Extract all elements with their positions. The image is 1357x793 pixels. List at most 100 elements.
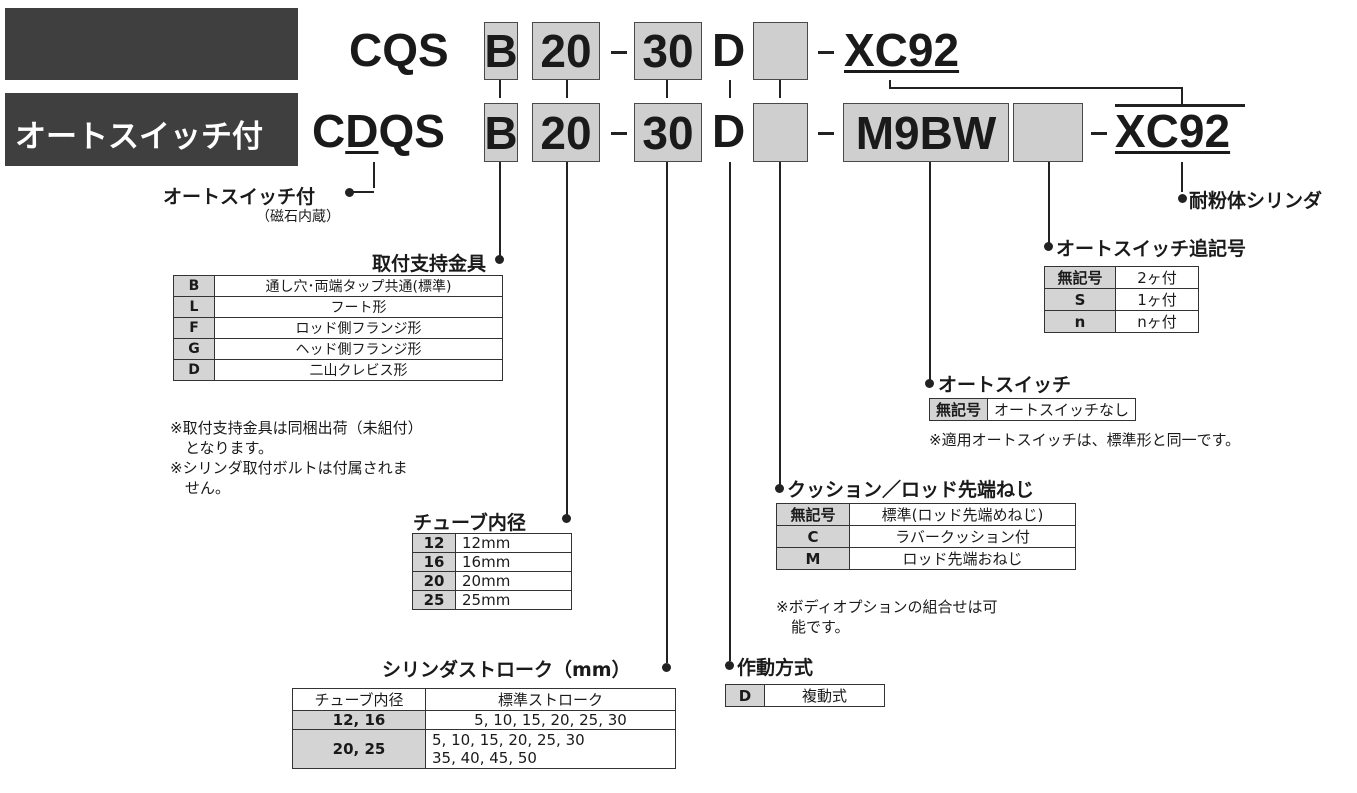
note-line: ※取付支持金具は同梱出荷（未組付） bbox=[170, 419, 423, 437]
row2-prefix-qs: QS bbox=[378, 105, 445, 157]
row2-suffix-overline bbox=[1115, 104, 1245, 107]
note-line: となります。 bbox=[170, 439, 274, 457]
switch-count-desc: 2ヶ付 bbox=[1115, 266, 1199, 289]
stroke-bore: 12, 16 bbox=[292, 710, 426, 730]
row2-prefix: CDQS bbox=[312, 108, 445, 154]
stroke-values-line: 5, 10, 15, 20, 25, 30 bbox=[432, 731, 585, 749]
note-line: 能です。 bbox=[776, 618, 850, 636]
auto-switch-title: オートスイッチ bbox=[938, 374, 1072, 396]
action-title: 作動方式 bbox=[737, 657, 814, 679]
row2-switch-box: M9BW bbox=[843, 103, 1009, 162]
bore-code: 12 bbox=[412, 533, 456, 553]
action-desc: 複動式 bbox=[764, 684, 885, 707]
action-dot bbox=[725, 661, 734, 670]
mounting-notes: ※取付支持金具は同梱出荷（未組付） となります。 ※シリンダ取付ボルトは付属され… bbox=[170, 418, 423, 498]
table-header-row: チューブ内径標準ストローク bbox=[292, 688, 676, 711]
row2-dash-2 bbox=[818, 132, 834, 135]
cushion-code: 無記号 bbox=[776, 503, 850, 526]
row1-dash-2 bbox=[818, 51, 834, 54]
cushion-notes: ※ボディオプションの組合せは可 能です。 bbox=[776, 597, 998, 637]
mounting-desc: ヘッド側フランジ形 bbox=[214, 338, 503, 360]
note-line: ※シリンダ取付ボルトは付属されま bbox=[170, 459, 408, 477]
row1-mount-box: B bbox=[484, 22, 518, 80]
auto-switch-dot bbox=[925, 379, 934, 388]
bore-desc: 25mm bbox=[455, 590, 572, 610]
table-row: 無記号標準(ロッド先端めねじ) bbox=[776, 503, 1076, 526]
table-row: 無記号オートスイッチなし bbox=[928, 398, 1137, 421]
mounting-code: L bbox=[173, 296, 215, 318]
switch-count-code: n bbox=[1044, 310, 1116, 333]
action-code: D bbox=[725, 684, 765, 707]
cushion-code: C bbox=[776, 525, 850, 548]
bore-code: 16 bbox=[412, 552, 456, 572]
row1-option-box bbox=[753, 22, 808, 80]
bore-title: チューブ内径 bbox=[413, 512, 526, 534]
row1-stroke-box: 30 bbox=[634, 22, 702, 80]
note-line: ※ボディオプションの組合せは可 bbox=[776, 598, 998, 616]
row2-suffix: XC92 bbox=[1115, 105, 1231, 157]
cushion-code: M bbox=[776, 547, 850, 570]
header-badge-label: オートスイッチ付 bbox=[15, 119, 263, 155]
row2-dash-3 bbox=[1091, 132, 1107, 135]
header-band-bottom: オートスイッチ付 bbox=[5, 93, 298, 166]
stroke-title: シリンダストローク（mm） bbox=[382, 659, 631, 681]
stroke-values-line: 35, 40, 45, 50 bbox=[432, 749, 537, 767]
row2-mount-box: B bbox=[484, 103, 518, 162]
mounting-code: G bbox=[173, 338, 215, 360]
cushion-desc: ロッド先端おねじ bbox=[849, 547, 1076, 570]
header-band-top bbox=[5, 8, 298, 80]
mounting-code: B bbox=[173, 275, 215, 297]
mounting-desc: 二山クレビス形 bbox=[214, 359, 503, 381]
cushion-dot bbox=[775, 484, 784, 493]
suffix-dot bbox=[1178, 194, 1187, 203]
row1-suffix: XC92 bbox=[844, 24, 960, 76]
mounting-dot bbox=[495, 255, 504, 264]
row2-count-box bbox=[1013, 103, 1083, 162]
row1-bore-box: 20 bbox=[532, 22, 600, 80]
auto-switch-table: 無記号オートスイッチなし bbox=[928, 398, 1137, 421]
row2-dash-1 bbox=[611, 132, 627, 135]
row1-action: D bbox=[712, 24, 746, 76]
bore-dot bbox=[562, 514, 571, 523]
row1-prefix: CQS bbox=[349, 24, 449, 76]
with-switch-title: オートスイッチ付 bbox=[163, 186, 316, 208]
switch-count-desc: nヶ付 bbox=[1115, 310, 1199, 333]
bore-desc: 16mm bbox=[455, 552, 572, 572]
bore-desc: 20mm bbox=[455, 571, 572, 591]
row2-prefix-c: C bbox=[312, 105, 346, 157]
row2-prefix-d: D bbox=[345, 105, 379, 157]
cushion-desc: 標準(ロッド先端めねじ) bbox=[849, 503, 1076, 526]
stroke-bore: 20, 25 bbox=[292, 729, 426, 769]
mounting-code: F bbox=[173, 317, 215, 339]
suffix-label: 耐粉体シリンダ bbox=[1189, 190, 1323, 212]
switch-count-dot bbox=[1044, 242, 1053, 251]
stroke-header-strokes: 標準ストローク bbox=[425, 688, 676, 711]
bore-code: 25 bbox=[412, 590, 456, 610]
switch-count-code: S bbox=[1044, 288, 1116, 311]
switch-count-desc: 1ヶ付 bbox=[1115, 288, 1199, 311]
cushion-desc: ラバークッション付 bbox=[849, 525, 1076, 548]
row2-action: D bbox=[712, 105, 746, 157]
